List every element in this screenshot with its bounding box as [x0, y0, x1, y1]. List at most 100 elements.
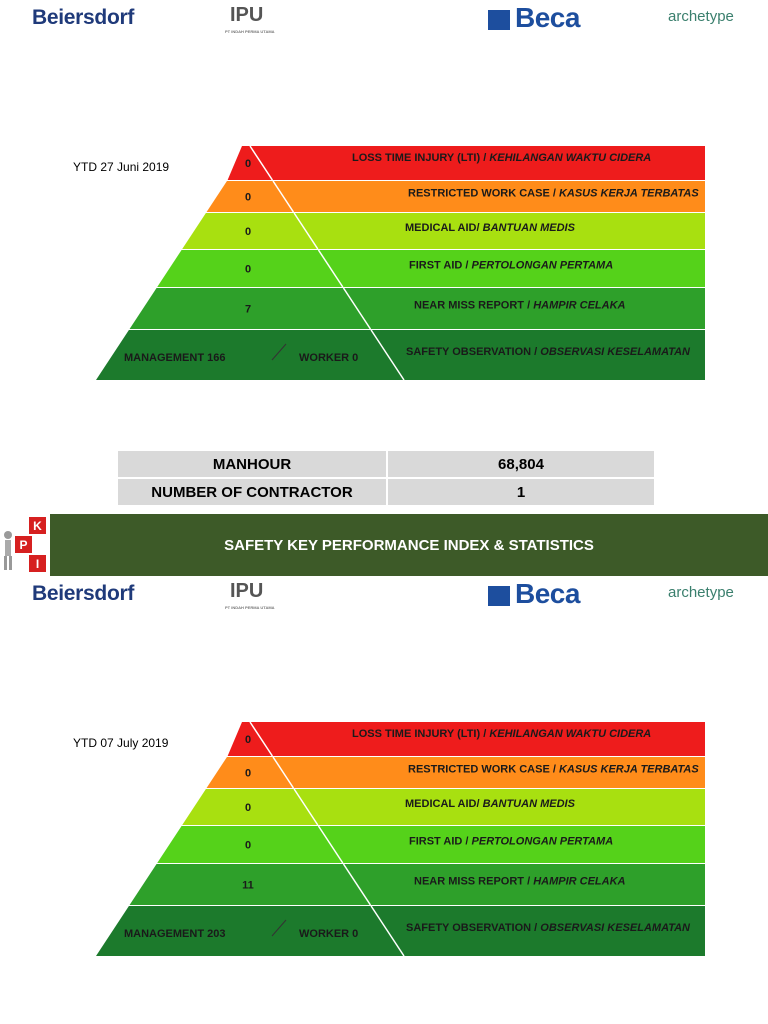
level-trapezoid: [182, 213, 318, 249]
ipa-logo-subtitle: PT INDAH PERMA UTAMA: [225, 605, 275, 610]
management-worker-divider: [271, 919, 287, 937]
ipa-logo: IPU: [230, 580, 264, 602]
ipa-logo-subtitle: PT INDAH PERMA UTAMA: [225, 29, 275, 34]
level-label: RESTRICTED WORK CASE / KASUS KERJA TERBA…: [408, 764, 699, 776]
person-figure-icon: [4, 531, 12, 570]
level-trapezoid: [227, 722, 273, 756]
level-bar: [343, 864, 705, 905]
level-bar: [273, 181, 705, 212]
level-label: NEAR MISS REPORT / HAMPIR CELAKA: [414, 876, 626, 888]
level-label: LOSS TIME INJURY (LTI) / KEHILANGAN WAKT…: [352, 152, 651, 164]
level-divider: [370, 329, 405, 381]
manhour-label: MANHOUR: [118, 451, 386, 477]
level-label: MEDICAL AID/ BANTUAN MEDIS: [405, 798, 576, 810]
kpi-letter-p: P: [14, 535, 33, 554]
contractor-label: NUMBER OF CONTRACTOR: [118, 479, 386, 505]
pyramid-level: 0 RESTRICTED WORK CASE / KASUS KERJA TERB…: [206, 180, 705, 213]
level-trapezoid: [157, 250, 343, 287]
pyramid-level: 0 FIRST AID / PERTOLONGAN PERTAMA: [157, 249, 705, 288]
level-divider: [293, 212, 319, 250]
level-label: LOSS TIME INJURY (LTI) / KEHILANGAN WAKT…: [352, 728, 651, 740]
level-trapezoid: [96, 906, 404, 956]
level-trapezoid: [182, 789, 318, 825]
pyramid-level: 0 LOSS TIME INJURY (LTI) / KEHILANGAN WAK…: [227, 721, 705, 757]
beca-icon: [488, 586, 510, 606]
manhour-value: 68,804: [388, 451, 654, 477]
level-value: 0: [245, 840, 251, 852]
safety-pyramid: 0 LOSS TIME INJURY (LTI) / KEHILANGAN WAK…: [96, 721, 705, 957]
pyramid-level: 0 RESTRICTED WORK CASE / KASUS KERJA TERB…: [206, 756, 705, 789]
level-bar: [318, 826, 705, 863]
ytd-date: YTD 27 Juni 2019: [73, 160, 170, 174]
level-value: 0: [245, 734, 251, 746]
level-value: 11: [242, 880, 254, 892]
level-label: RESTRICTED WORK CASE / KASUS KERJA TERBA…: [408, 188, 699, 200]
archetype-logo: archetype: [668, 8, 734, 25]
level-label: NEAR MISS REPORT / HAMPIR CELAKA: [414, 300, 626, 312]
kpi-letter-i: I: [28, 554, 47, 573]
level-value: 0: [245, 158, 251, 170]
beca-logo: Beca: [515, 578, 580, 609]
level-bar: [273, 757, 705, 788]
worker-count: WORKER 0: [299, 352, 358, 364]
pyramid-level: 7 NEAR MISS REPORT / HAMPIR CELAKA: [129, 287, 705, 330]
level-value: 0: [245, 192, 251, 204]
level-divider: [249, 721, 274, 757]
level-trapezoid: [129, 288, 371, 329]
level-bar: [294, 213, 705, 249]
archetype-logo: archetype: [668, 584, 734, 601]
level-trapezoid: [96, 330, 404, 380]
ytd-date: YTD 07 July 2019: [73, 736, 169, 750]
level-bar: [371, 330, 705, 380]
level-divider: [342, 863, 372, 906]
level-label: SAFETY OBSERVATION / OBSERVASI KESELAMAT…: [406, 922, 691, 934]
level-label: MEDICAL AID/ BANTUAN MEDIS: [405, 222, 576, 234]
level-bar: [371, 906, 705, 956]
level-divider: [370, 905, 405, 957]
level-value: 0: [245, 226, 251, 238]
level-divider: [272, 180, 295, 213]
ipa-logo: IPU: [230, 4, 264, 26]
level-value: 0: [245, 802, 251, 814]
level-trapezoid: [129, 864, 371, 905]
level-bar: [250, 146, 705, 180]
kpi-letter-k: K: [28, 516, 47, 535]
level-value: 0: [245, 768, 251, 780]
level-trapezoid: [206, 181, 294, 212]
worker-count: WORKER 0: [299, 928, 358, 940]
level-divider: [317, 249, 344, 288]
management-count: MANAGEMENT 203: [124, 928, 225, 940]
level-label: SAFETY OBSERVATION / OBSERVASI KESELAMAT…: [406, 346, 691, 358]
level-value: 7: [245, 304, 251, 316]
safety-pyramid: 0 LOSS TIME INJURY (LTI) / KEHILANGAN WAK…: [96, 145, 705, 381]
contractor-value: 1: [388, 479, 654, 505]
level-label: FIRST AID / PERTOLONGAN PERTAMA: [409, 260, 613, 272]
level-value: 0: [245, 264, 251, 276]
pyramid-level: 0 MEDICAL AID/ BANTUAN MEDIS: [182, 788, 705, 826]
level-bar: [318, 250, 705, 287]
pyramid-level: 11 NEAR MISS REPORT / HAMPIR CELAKA: [129, 863, 705, 906]
level-trapezoid: [157, 826, 343, 863]
page-banner-title: SAFETY KEY PERFORMANCE INDEX & STATISTIC…: [50, 514, 768, 576]
pyramid-level: SAFETY OBSERVATION / OBSERVASI KESELAMAT…: [96, 329, 705, 381]
pyramid-level: 0 FIRST AID / PERTOLONGAN PERTAMA: [157, 825, 705, 864]
level-label: FIRST AID / PERTOLONGAN PERTAMA: [409, 836, 613, 848]
beca-logo: Beca: [515, 2, 580, 33]
beca-icon: [488, 10, 510, 30]
pyramid-level: SAFETY OBSERVATION / OBSERVASI KESELAMAT…: [96, 905, 705, 957]
level-divider: [342, 287, 372, 330]
level-divider: [317, 825, 344, 864]
beiersdorf-logo: Beiersdorf: [32, 582, 135, 605]
level-divider: [272, 756, 295, 789]
level-divider: [293, 788, 319, 826]
level-bar: [250, 722, 705, 756]
management-worker-divider: [271, 343, 287, 361]
management-count: MANAGEMENT 166: [124, 352, 225, 364]
pyramid-level: 0 LOSS TIME INJURY (LTI) / KEHILANGAN WAK…: [227, 145, 705, 181]
level-bar: [294, 789, 705, 825]
pyramid-level: 0 MEDICAL AID/ BANTUAN MEDIS: [182, 212, 705, 250]
level-bar: [343, 288, 705, 329]
level-divider: [249, 145, 274, 181]
beiersdorf-logo: Beiersdorf: [32, 6, 135, 29]
level-trapezoid: [227, 146, 273, 180]
